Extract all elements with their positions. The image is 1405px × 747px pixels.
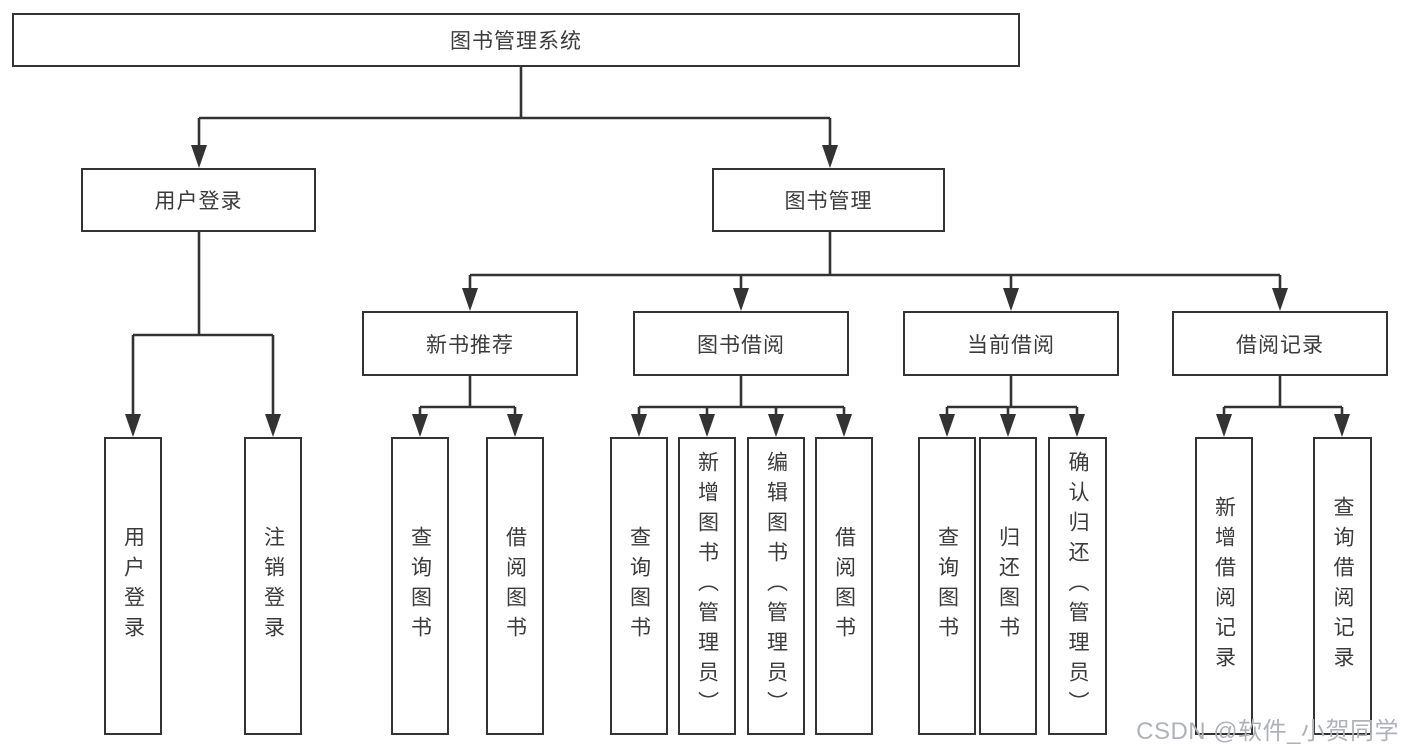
node-library-management-system: 图书管理系统: [12, 13, 1020, 67]
leaf-label: 查询图书: [408, 526, 432, 646]
leaf-label: 查询图书: [627, 526, 651, 646]
connector-book-mgmt-children: [462, 232, 1288, 311]
leaf-label: 借阅图书: [503, 526, 527, 646]
leaf-query-books-recommend: 查询图书: [391, 437, 449, 735]
leaf-label: 新增图书（管理员）: [695, 451, 719, 721]
node-book-management: 图书管理: [712, 168, 945, 232]
connector-borrow-record-children: [1216, 376, 1350, 437]
connector-new-book-children: [412, 376, 523, 437]
leaf-confirm-return-admin: 确认归还（管理员）: [1048, 437, 1107, 735]
node-user-login: 用户登录: [81, 168, 316, 232]
connector-root-to-level2: [191, 67, 838, 168]
connector-current-borrow-children: [939, 376, 1085, 437]
leaf-query-books-borrowing: 查询图书: [610, 437, 668, 735]
node-current-borrowing: 当前借阅: [903, 311, 1119, 376]
leaf-label: 用户登录: [121, 526, 145, 646]
connector-book-borrow-children: [631, 376, 852, 437]
connector-user-login-children: [125, 232, 281, 437]
leaf-label: 归还图书: [996, 526, 1020, 646]
node-borrowing-records: 借阅记录: [1172, 311, 1388, 376]
leaf-label: 编辑图书（管理员）: [764, 451, 788, 721]
leaf-label: 查询图书: [935, 526, 959, 646]
node-book-borrowing: 图书借阅: [633, 311, 849, 376]
leaf-label: 新增借阅记录: [1212, 496, 1236, 676]
leaf-return-books: 归还图书: [979, 437, 1037, 735]
leaf-add-borrow-record: 新增借阅记录: [1195, 437, 1253, 735]
leaf-add-books-admin: 新增图书（管理员）: [678, 437, 736, 735]
leaf-user-login: 用户登录: [104, 437, 162, 735]
leaf-edit-books-admin: 编辑图书（管理员）: [747, 437, 805, 735]
leaf-label: 查询借阅记录: [1331, 496, 1354, 676]
leaf-label: 借阅图书: [832, 526, 856, 646]
leaf-label: 注销登录: [261, 526, 285, 646]
leaf-label: 确认归还（管理员）: [1066, 451, 1089, 721]
node-new-book-recommendation: 新书推荐: [362, 311, 578, 376]
leaf-borrow-books-recommend: 借阅图书: [486, 437, 544, 735]
leaf-query-books-current: 查询图书: [918, 437, 976, 735]
leaf-borrow-books: 借阅图书: [815, 437, 873, 735]
leaf-query-borrow-record: 查询借阅记录: [1313, 437, 1372, 735]
watermark: CSDN @软件_小贺同学: [1136, 718, 1399, 745]
leaf-logout: 注销登录: [244, 437, 302, 735]
